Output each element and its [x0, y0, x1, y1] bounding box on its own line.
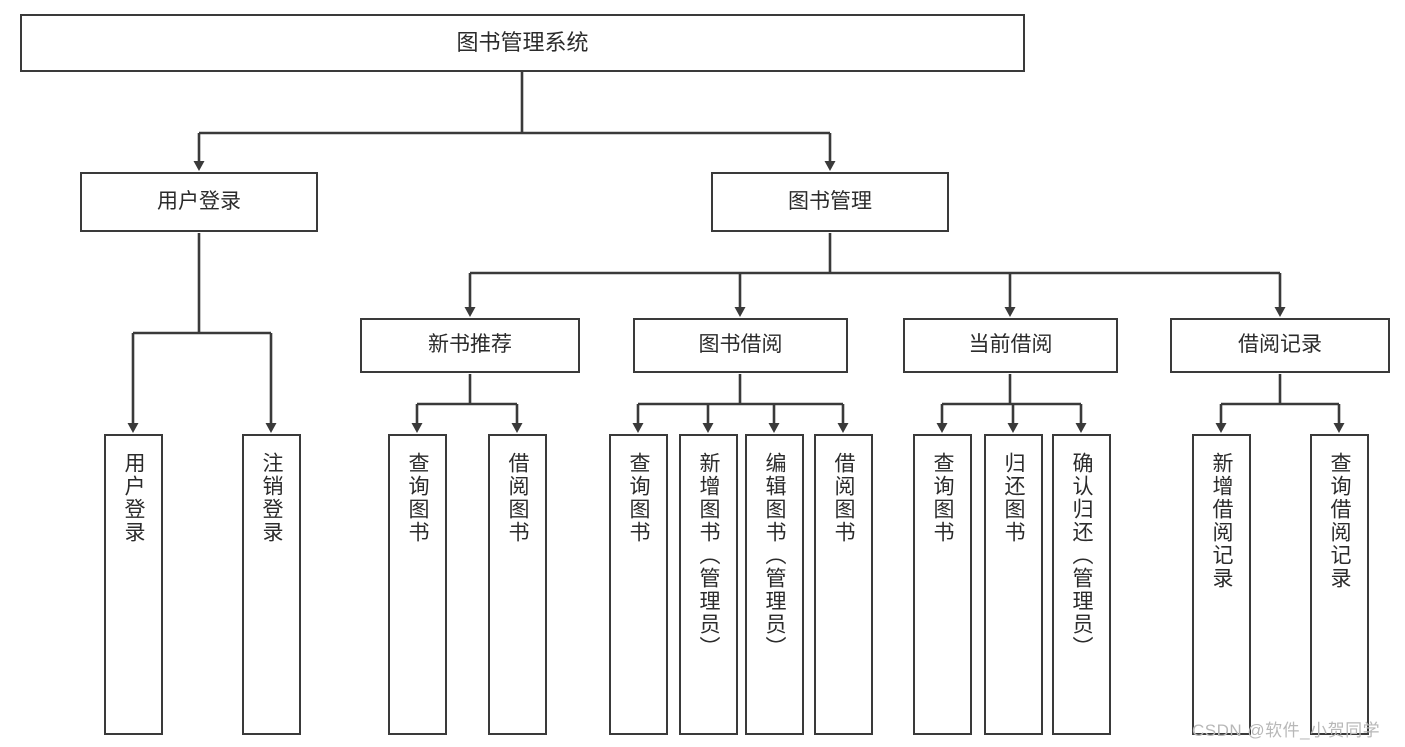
node-leaf-edit-book[interactable]: 编辑图书（管理员）	[745, 434, 804, 735]
node-leaf-add-book[interactable]: 新增图书（管理员）	[679, 434, 738, 735]
node-current-borrow-label: 当前借阅	[968, 333, 1053, 357]
node-book-borrow[interactable]: 图书借阅	[633, 318, 848, 373]
node-new-book-rec-label: 新书推荐	[428, 333, 512, 357]
node-leaf-user-login[interactable]: 用户登录	[104, 434, 163, 735]
node-leaf-confirm-return-label: 确认归还（管理员）	[1070, 452, 1093, 659]
node-leaf-confirm-return[interactable]: 确认归还（管理员）	[1052, 434, 1111, 735]
node-new-book-rec[interactable]: 新书推荐	[360, 318, 580, 373]
node-leaf-return-book[interactable]: 归还图书	[984, 434, 1043, 735]
node-leaf-user-login-label: 用户登录	[122, 452, 145, 544]
node-leaf-add-record[interactable]: 新增借阅记录	[1192, 434, 1251, 735]
node-root[interactable]: 图书管理系统	[20, 14, 1025, 72]
csdn-watermark: CSDN @软件_小贺同学	[1192, 721, 1381, 740]
node-leaf-add-book-label: 新增图书（管理员）	[697, 452, 720, 659]
node-leaf-borrow-book-rec[interactable]: 借阅图书	[488, 434, 547, 735]
node-leaf-return-book-label: 归还图书	[1002, 452, 1025, 544]
node-leaf-user-logout[interactable]: 注销登录	[242, 434, 301, 735]
node-borrow-record-label: 借阅记录	[1238, 333, 1322, 357]
node-user-login-label: 用户登录	[157, 189, 241, 213]
node-book-manage[interactable]: 图书管理	[711, 172, 949, 232]
node-leaf-query-record-label: 查询借阅记录	[1328, 452, 1351, 590]
node-leaf-query-book-cur-label: 查询图书	[931, 452, 954, 544]
node-leaf-borrow-book[interactable]: 借阅图书	[814, 434, 873, 735]
node-user-login[interactable]: 用户登录	[80, 172, 318, 232]
node-leaf-query-book-rec[interactable]: 查询图书	[388, 434, 447, 735]
node-leaf-query-book-borrow-label: 查询图书	[627, 452, 650, 544]
node-root-label: 图书管理系统	[456, 30, 589, 56]
node-leaf-user-logout-label: 注销登录	[260, 452, 283, 544]
node-leaf-borrow-book-rec-label: 借阅图书	[506, 452, 529, 544]
node-leaf-query-book-rec-label: 查询图书	[406, 452, 429, 544]
node-leaf-query-book-cur[interactable]: 查询图书	[913, 434, 972, 735]
node-borrow-record[interactable]: 借阅记录	[1170, 318, 1390, 373]
node-leaf-borrow-book-label: 借阅图书	[832, 452, 855, 544]
node-book-borrow-label: 图书借阅	[698, 333, 783, 357]
node-leaf-query-record[interactable]: 查询借阅记录	[1310, 434, 1369, 735]
node-current-borrow[interactable]: 当前借阅	[903, 318, 1118, 373]
node-leaf-query-book-borrow[interactable]: 查询图书	[609, 434, 668, 735]
node-book-manage-label: 图书管理	[788, 189, 872, 213]
node-leaf-edit-book-label: 编辑图书（管理员）	[763, 452, 786, 659]
node-leaf-add-record-label: 新增借阅记录	[1210, 452, 1233, 590]
